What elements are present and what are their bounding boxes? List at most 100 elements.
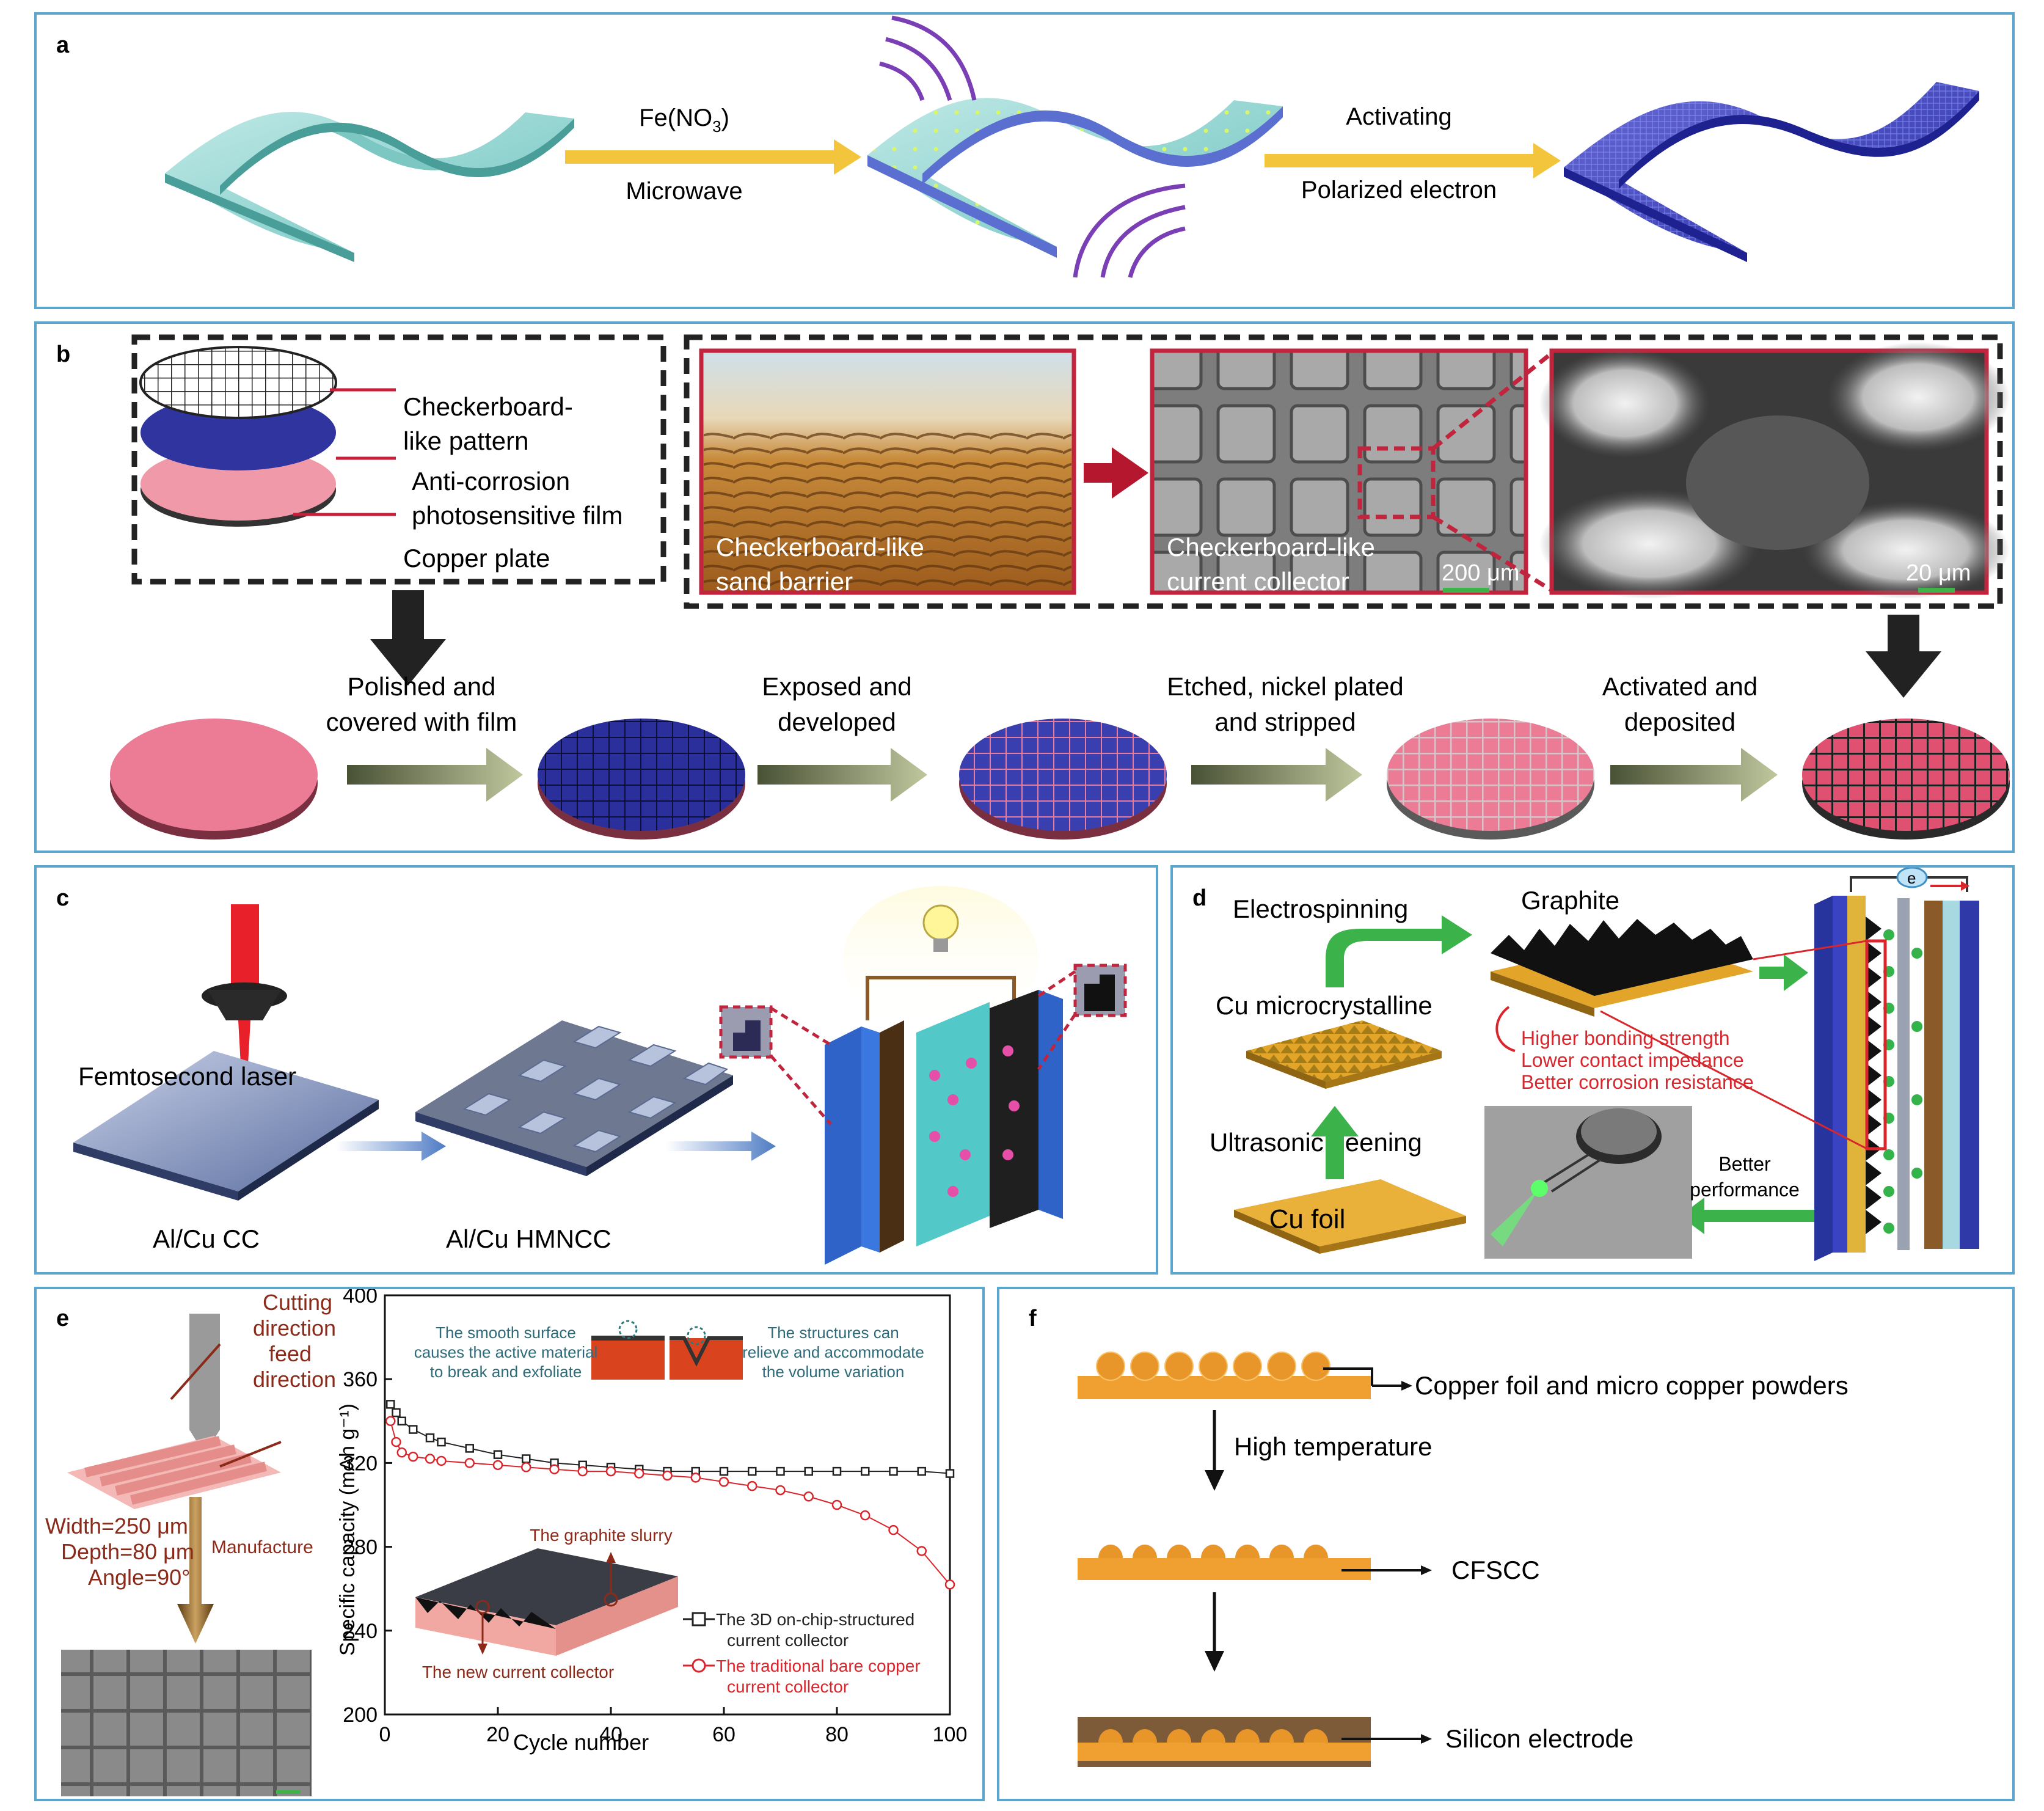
cu-foil-plate [1234, 1179, 1466, 1254]
inset-right-line-2: relieve and accommodate [742, 1343, 924, 1361]
data-point-bare [464, 1458, 475, 1468]
step2-label-1: Exposed and [762, 672, 911, 701]
panel-c-figure: c Femtosecond laser Al/Cu CC Al/Cu HMN [56, 885, 1127, 1265]
legend-line-4: photosensitive film [412, 501, 623, 530]
data-point-structured [945, 1469, 955, 1478]
cutting-label-3: feed [269, 1341, 312, 1366]
data-point-structured [889, 1466, 898, 1476]
data-point-bare [521, 1462, 531, 1473]
silicon-electrode-label: Silicon electrode [1445, 1724, 1633, 1753]
red-arrow-icon [1084, 447, 1148, 499]
panel-e: e Cutting direction feed direction Width… [34, 1284, 985, 1801]
series-points [385, 1400, 955, 1590]
data-point-structured [719, 1466, 729, 1476]
legend-leaders [293, 388, 396, 516]
down-arrow-2-icon [1205, 1592, 1224, 1672]
activating-label: Activating [1346, 103, 1451, 130]
legend-structured-1: The 3D on-chip-structured [716, 1610, 914, 1629]
data-point-structured [465, 1444, 474, 1453]
legend-marker-structured [692, 1612, 706, 1626]
legend-line-3: Anti-corrosion [412, 467, 570, 496]
x-tick-label: 80 [825, 1723, 849, 1746]
sem-scale-bar [276, 1790, 301, 1794]
data-point-bare [385, 1416, 396, 1427]
microwave-label: Microwave [626, 178, 742, 205]
legend-line-1: Checkerboard- [403, 392, 573, 421]
al-cu-cc-label: Al/Cu CC [153, 1224, 260, 1253]
step2-label-2: developed [778, 708, 896, 736]
scale-bar-20um: 20 μm [1906, 560, 1971, 586]
x-axis-label: Cycle number [513, 1730, 649, 1755]
data-point-bare [425, 1454, 436, 1464]
cfscc-label: CFSCC [1451, 1556, 1540, 1584]
microwave-wave-icon [879, 15, 1186, 278]
zoom-line-top [1753, 940, 1867, 960]
y-tick-label: 320 [343, 1452, 378, 1475]
wavy-sheet-plain [165, 112, 574, 262]
data-point-bare [944, 1579, 955, 1590]
inset-right-line-3: the volume variation [762, 1363, 905, 1381]
data-point-bare [803, 1491, 814, 1502]
data-point-bare [916, 1546, 927, 1556]
polarized-electron-label: Polarized electron [1301, 177, 1497, 203]
sand-barrier-caption-1: Checkerboard-like [716, 533, 924, 562]
y-tick-label: 240 [343, 1620, 378, 1643]
legend-bare-2: current collector [727, 1677, 849, 1696]
cutting-label-2: direction [253, 1315, 336, 1341]
data-point-bare [662, 1470, 673, 1481]
data-point-structured [804, 1466, 813, 1476]
femtosecond-laser-label: Femtosecond laser [78, 1062, 296, 1091]
x-tick-label: 100 [933, 1723, 968, 1746]
chart-legend: The 3D on-chip-structured current collec… [683, 1610, 921, 1696]
activation-arrow [1265, 143, 1561, 178]
inset-right-line-1: The structures can [767, 1323, 899, 1342]
data-point-bare [396, 1447, 407, 1458]
graphite-slurry-label: The graphite slurry [530, 1526, 672, 1545]
panel-b: b Checkerboard- like pattern Anti-corros… [34, 321, 2015, 853]
benefit-2: Lower contact impedance [1521, 1049, 1744, 1071]
y-tick-label: 360 [343, 1368, 378, 1391]
cutting-tool-diagram [67, 1314, 282, 1509]
panel-f-figure: f Copper foil and micro copper powders H… [1029, 1306, 1849, 1767]
photo-sequence-box [684, 334, 2003, 609]
step3-label-2: and stripped [1214, 708, 1356, 736]
data-point-structured [493, 1450, 503, 1459]
data-point-structured [397, 1416, 406, 1426]
panel-label-f: f [1029, 1306, 1037, 1331]
panel-label-a: a [56, 32, 70, 58]
panel-f: f Copper foil and micro copper powders H… [997, 1287, 2015, 1801]
manufacture-arrow-icon [177, 1497, 214, 1644]
down-arrow-right-icon [1866, 615, 1941, 698]
data-point-bare [775, 1485, 786, 1496]
data-point-bare [718, 1477, 729, 1487]
step4-label-2: deposited [1624, 708, 1736, 736]
data-point-bare [888, 1524, 899, 1535]
hmncc-plate [415, 1020, 733, 1176]
data-point-bare [391, 1436, 401, 1447]
current-collector-caption-1: Checkerboard-like [1167, 533, 1375, 562]
wavy-sheet-activated [1564, 82, 1979, 262]
data-point-bare [831, 1499, 842, 1510]
disc-exposed [959, 719, 1167, 840]
legend-structured-2: current collector [727, 1631, 849, 1650]
legend-line-5: Copper plate [403, 544, 550, 573]
light-bulb-icon [922, 904, 959, 941]
data-point-bare [492, 1460, 503, 1471]
layer-stack-diagram [139, 346, 337, 527]
disc-copper-plate [110, 719, 318, 840]
performance-label: performance [1690, 1179, 1800, 1201]
cu-foil-label: Cu foil [1269, 1204, 1346, 1234]
c-arrow-2-icon [666, 1132, 776, 1161]
data-point-structured [832, 1466, 842, 1476]
panel-a: a Fe(NO3) Microwave Activating Polarized… [34, 12, 2015, 309]
new-collector-label: The new current collector [422, 1663, 614, 1681]
manufacture-label: Manufacture [211, 1537, 313, 1557]
down-arrow-left-icon [370, 590, 446, 686]
sand-barrier-photo [699, 348, 1076, 595]
panel-d-figure: d Electrospinning Graphite Cu microcryst… [1192, 866, 1979, 1261]
series-line-1 [390, 1421, 951, 1585]
data-point-bare [408, 1451, 418, 1462]
silicon-electrode-diagram [1078, 1717, 1432, 1767]
electrospinning-label: Electrospinning [1233, 895, 1408, 923]
